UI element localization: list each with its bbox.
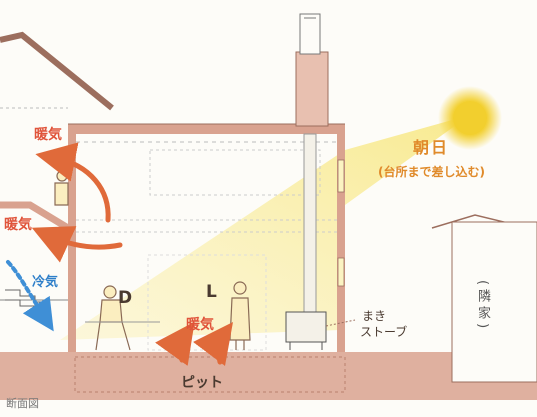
person-upper xyxy=(54,170,69,206)
cool-arrow xyxy=(6,260,54,332)
warm-arrow-lower xyxy=(31,226,123,263)
diagram-caption: 断面図 xyxy=(6,397,39,410)
warm-arrow-room-left xyxy=(155,321,195,366)
pit-label: ピット xyxy=(181,375,223,391)
sun-beam xyxy=(60,115,470,340)
sun-core xyxy=(453,101,487,135)
left-step-floor xyxy=(0,201,70,231)
roof-slab xyxy=(68,124,345,134)
upper-window xyxy=(337,159,345,193)
sun-title: 朝日 xyxy=(413,138,450,157)
chimney-upper xyxy=(295,51,329,127)
stairs xyxy=(5,289,50,313)
person-sitting xyxy=(95,285,131,351)
room-label-dining: D xyxy=(118,288,133,308)
stove-label-line2: ストーブ xyxy=(360,325,408,339)
flue-pipe xyxy=(303,133,317,315)
room-label-living: L xyxy=(206,282,217,302)
cool-air-label: 冷気 xyxy=(32,275,59,290)
chimney-cap xyxy=(299,13,321,55)
warm-air-label-lower: 暖気 xyxy=(4,217,32,233)
neighbor-wall xyxy=(451,221,537,383)
warm-air-label-upper: 暖気 xyxy=(34,127,62,143)
neighbor-label: (隣家) xyxy=(475,280,490,333)
loft-outline xyxy=(149,149,321,196)
warm-arrow-upper xyxy=(35,142,111,223)
lower-window xyxy=(337,257,345,287)
warm-arrow-room-right xyxy=(193,321,233,366)
warm-air-label-room: 暖気 xyxy=(186,317,214,333)
left-wall xyxy=(68,125,76,352)
left-roof xyxy=(0,31,114,111)
stove-leader xyxy=(325,319,356,327)
sun-subtitle: (台所まで差し込む) xyxy=(378,165,485,179)
right-wall xyxy=(337,125,345,352)
stove-body xyxy=(285,311,327,343)
stove-label-line1: まき xyxy=(362,309,387,323)
